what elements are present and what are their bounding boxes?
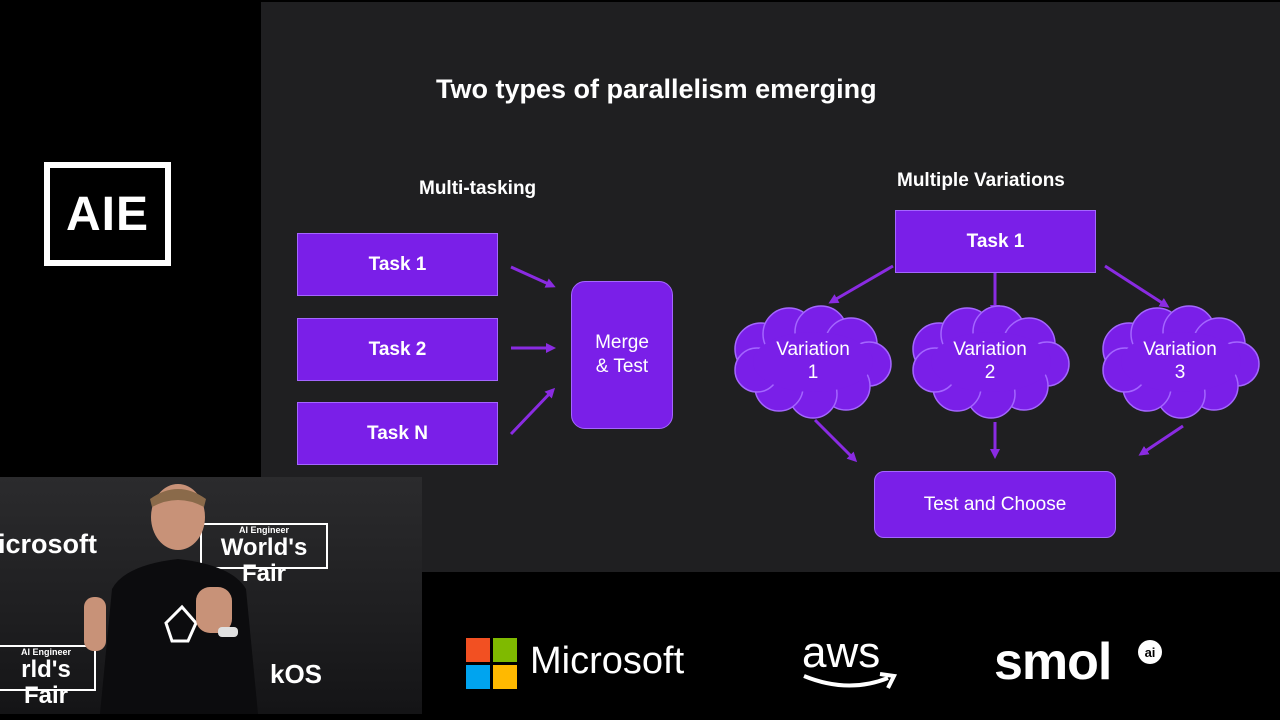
task-box-n-label: Task N: [367, 422, 428, 444]
camera-sign-microsoft: icrosoft: [0, 529, 98, 559]
arrow-var1-choose: [813, 418, 858, 463]
camera-sign-kos: kOS: [270, 659, 323, 689]
test-and-choose-label: Test and Choose: [923, 493, 1067, 515]
ms-square-blue: [466, 665, 490, 689]
cloud-variation-3: [1102, 305, 1260, 419]
task-box-1-label: Task 1: [368, 253, 427, 275]
sponsor-smol: smol: [994, 633, 1112, 691]
camera-sign-worlds-fair-2: AI Engineer rld's Fair: [0, 645, 96, 709]
heading-multiple-variations: Multiple Variations: [897, 170, 1065, 191]
variation-2-label: Variation 2: [953, 339, 1027, 383]
task-box-2: Task 2: [297, 318, 498, 381]
task-box-2-label: Task 2: [368, 338, 427, 360]
heading-multi-tasking: Multi-tasking: [419, 178, 537, 199]
speaker-figure: [84, 484, 258, 714]
arrow-task1-var1: [828, 264, 894, 304]
camera-sign-ai-engineer: AI Engineer: [238, 525, 289, 535]
variation-task-label: Task 1: [966, 230, 1025, 252]
sponsor-microsoft: Microsoft: [530, 640, 685, 682]
task-box-1: Task 1: [297, 233, 498, 296]
aie-logo-text: AIE: [65, 187, 149, 241]
variation-3-label: Variation 3: [1143, 339, 1217, 383]
variation-task-box: Task 1: [895, 210, 1096, 273]
arrow-task1-merge: [510, 265, 556, 288]
test-and-choose-box: Test and Choose: [874, 471, 1116, 538]
camera-sign-worlds-fair-2-text: rld's Fair: [21, 656, 71, 709]
speaker-camera-feed: icrosoft AI Engineer World's Fair AI Eng…: [0, 477, 422, 714]
microsoft-logo-icon: [466, 638, 518, 690]
ms-square-yellow: [493, 665, 517, 689]
camera-sign-worlds-fair-text: World's Fair: [220, 534, 308, 587]
ms-square-green: [493, 638, 517, 662]
slide-title: Two types of parallelism emerging: [436, 74, 877, 104]
merge-test-box: Merge & Test: [571, 281, 673, 429]
arrow-task1-var3: [1104, 264, 1170, 308]
camera-sign-ai-engineer-2: AI Engineer: [20, 647, 71, 657]
aws-smile-icon: [803, 672, 898, 689]
cloud-variation-2: [912, 305, 1070, 419]
aie-logo: AIE: [44, 162, 171, 266]
arrow-taskn-merge: [509, 387, 556, 436]
variation-1-label: Variation 1: [776, 339, 850, 383]
ms-square-red: [466, 638, 490, 662]
arrows-layer: [509, 264, 1260, 463]
task-box-n: Task N: [297, 402, 498, 465]
sponsor-smol-ai-text: ai: [1144, 644, 1156, 660]
sponsor-smol-ai-badge: ai: [1138, 640, 1162, 664]
cloud-variation-1: [734, 305, 892, 419]
camera-sign-worlds-fair: AI Engineer World's Fair: [200, 523, 328, 587]
slide-panel: Two types of parallelism emerging Multi-…: [261, 2, 1280, 572]
arrow-var3-choose: [1138, 424, 1184, 456]
sponsor-aws: aws: [802, 628, 881, 677]
merge-test-label: Merge & Test: [595, 332, 649, 377]
